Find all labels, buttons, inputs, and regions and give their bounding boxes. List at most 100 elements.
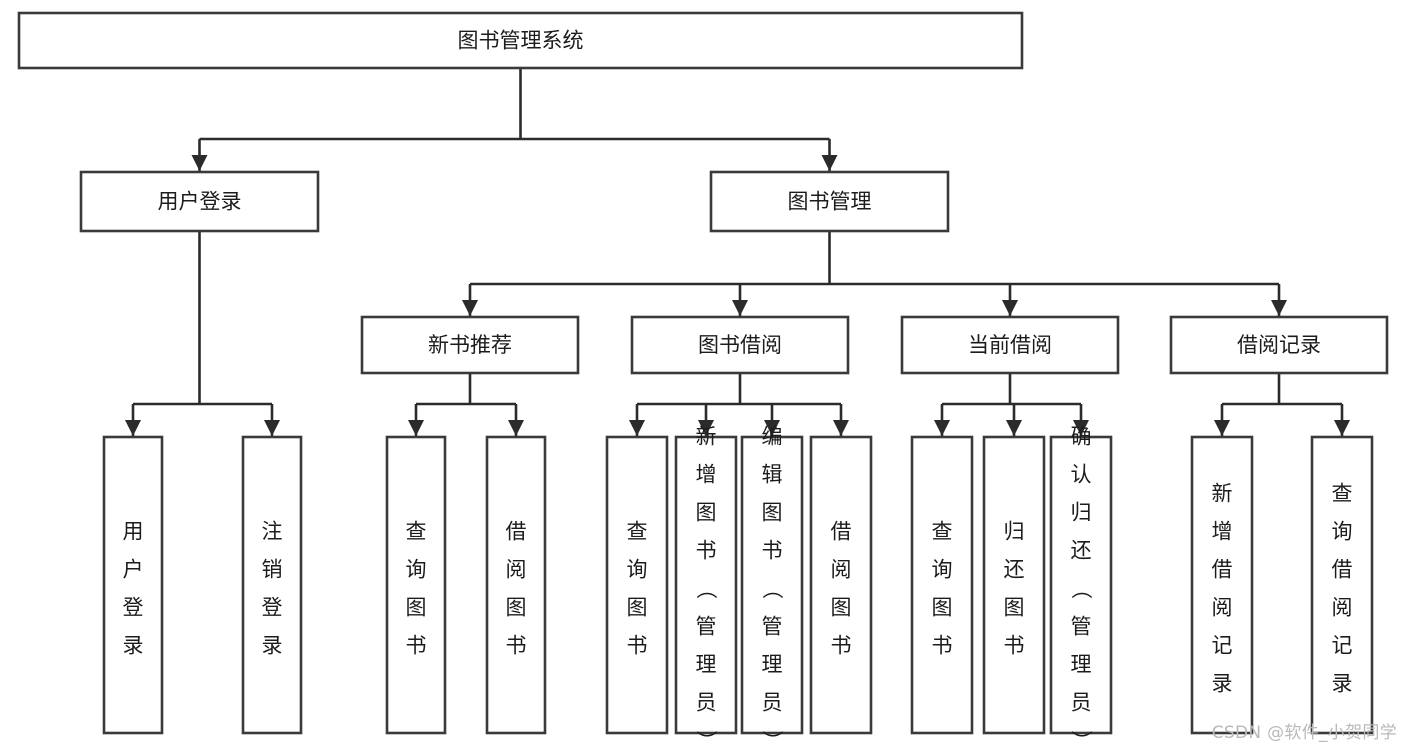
node-layer: 图书管理系统用户登录图书管理新书推荐图书借阅当前借阅借阅记录用户登录注销登录查询… [17,11,1389,747]
arrow-head-icon [732,300,748,316]
node-label-char: 查 [932,520,953,544]
node-label-char: 员 [762,691,783,715]
node-box-leaf-borrow-book[interactable] [809,435,873,735]
node-box-leaf-confirm-return-admin[interactable] [1049,435,1113,735]
node-box-leaf-add-book-admin[interactable] [674,435,738,735]
node-label-char: 登 [123,596,144,620]
node-box-book-borrow[interactable] [630,315,850,375]
node-label-char: 阅 [506,558,527,582]
arrow-head-icon [191,155,208,171]
node-label-char: 询 [406,558,427,582]
node-label-new-book-recommend: 新书推荐 [428,333,512,357]
node-label-user-login: 用户登录 [158,190,242,214]
node-box-leaf-query-borrow-record[interactable] [1310,435,1374,735]
node-box-book-management[interactable] [709,170,950,233]
node-label-borrow-record: 借阅记录 [1237,333,1321,357]
node-box-leaf-edit-book-admin[interactable] [740,435,804,735]
node-box-new-book-recommend[interactable] [360,315,580,375]
connector-group-new-book-recommend [408,373,524,437]
node-label-char: 理 [762,653,783,677]
node-label-char: 图 [762,501,783,525]
node-box-root[interactable] [17,11,1024,70]
node-label-char: 询 [932,558,953,582]
node-label-char: 借 [1212,558,1233,582]
node-label-char: 增 [1212,520,1233,544]
arrow-head-icon [934,420,950,436]
node-label-char: 图 [831,596,852,620]
node-label-char: 录 [262,634,283,658]
node-new-book-recommend[interactable]: 新书推荐 [360,315,580,375]
node-box-leaf-user-login[interactable] [102,435,164,735]
node-label-char: 记 [1212,634,1233,658]
node-current-borrow[interactable]: 当前借阅 [900,315,1120,375]
node-label-char: 阅 [831,558,852,582]
node-box-leaf-logout[interactable] [241,435,303,735]
node-box-user-login[interactable] [79,170,320,233]
node-label-char: 户 [123,558,144,582]
node-label-char: 书 [696,539,717,563]
node-label-char: 询 [1332,520,1353,544]
arrow-head-icon [1006,420,1022,436]
arrow-head-icon [833,420,849,436]
node-box-leaf-borrow-book-rec[interactable] [485,435,547,735]
node-box-leaf-return-book[interactable] [982,435,1046,735]
node-root[interactable]: 图书管理系统 [17,11,1024,70]
node-label-char: 员 [1071,691,1092,715]
node-label-root: 图书管理系统 [458,29,584,53]
node-box-leaf-query-book-rec[interactable] [385,435,447,735]
arrow-head-icon [764,420,780,436]
node-label-char: 图 [1004,596,1025,620]
node-label-char: 录 [123,634,144,658]
connector-group-user-login [125,231,280,437]
arrow-head-icon [698,420,714,436]
csdn-watermark: CSDN @软件_小贺同学 [1211,723,1397,743]
arrow-head-icon [508,420,524,436]
arrow-head-icon [1073,420,1089,436]
node-label-char: 查 [627,520,648,544]
node-book-management[interactable]: 图书管理 [709,170,950,233]
node-label-char: 增 [696,463,717,487]
node-label-char: 归 [1071,501,1092,525]
node-box-leaf-query-book-current[interactable] [910,435,974,735]
node-label-char: 新 [1212,482,1233,506]
node-label-char: （ [694,578,718,599]
node-label-char: 管 [762,615,783,639]
connector-group-root [191,68,838,172]
node-borrow-record[interactable]: 借阅记录 [1169,315,1389,375]
node-book-borrow[interactable]: 图书借阅 [630,315,850,375]
node-label-char: 编 [762,425,783,449]
node-label-char: 新 [696,425,717,449]
node-box-leaf-add-borrow-record[interactable] [1190,435,1254,735]
arrow-head-icon [1214,420,1230,436]
node-box-leaf-query-book-borrow[interactable] [605,435,669,735]
node-label-char: 借 [831,520,852,544]
node-label-char: 图 [696,501,717,525]
node-label-char: 用 [123,520,144,544]
node-label-char: 借 [506,520,527,544]
node-label-char: 还 [1071,539,1092,563]
node-label-char: 图 [627,596,648,620]
node-label-current-borrow: 当前借阅 [968,333,1052,357]
node-user-login[interactable]: 用户登录 [79,170,320,233]
node-box-borrow-record[interactable] [1169,315,1389,375]
node-leaf-user-login[interactable]: 用户登录 [102,435,164,735]
node-label-char: 理 [696,653,717,677]
node-label-char: 书 [831,634,852,658]
node-label-char: 书 [506,634,527,658]
arrow-head-icon [462,300,478,316]
connector-group-book-management [462,231,1287,317]
node-box-current-borrow[interactable] [900,315,1120,375]
